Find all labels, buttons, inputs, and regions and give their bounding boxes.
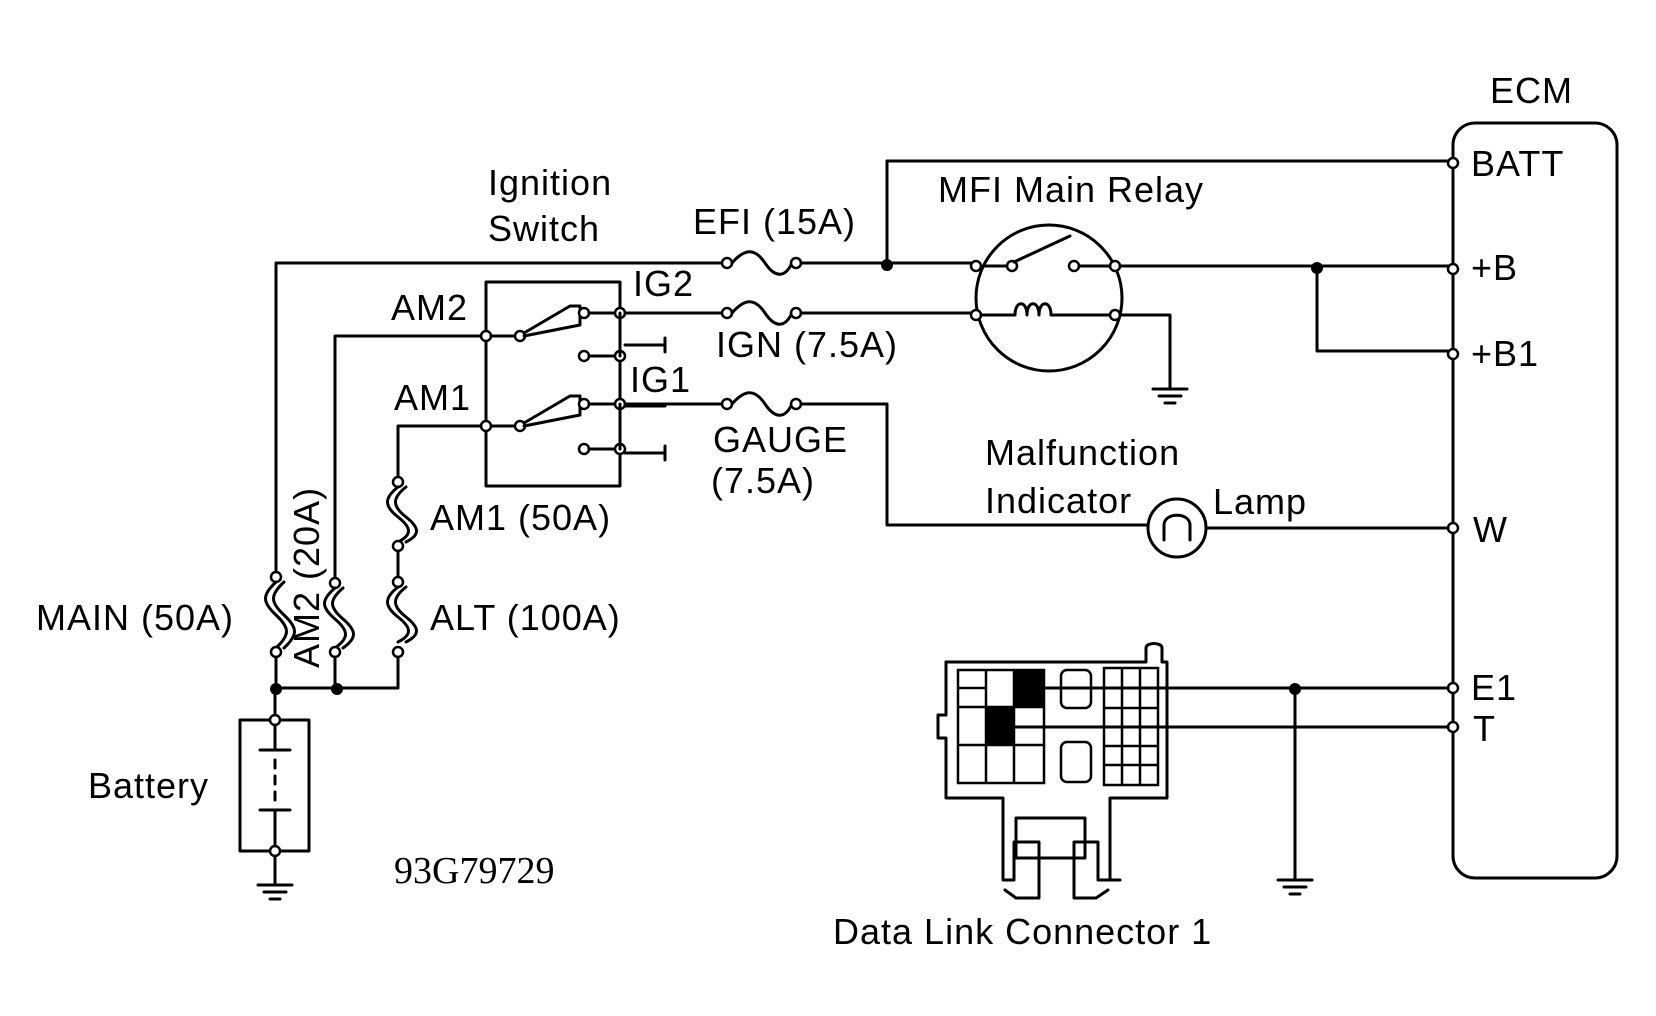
am2-fuse-label: AM2 (20A)	[286, 487, 327, 668]
efi-fuse-label: EFI (15A)	[693, 201, 856, 242]
e1-ground-icon	[1276, 878, 1314, 896]
gauge-fuse	[720, 391, 803, 417]
ecm-batt-label: BATT	[1471, 143, 1564, 184]
mfi-relay-label: MFI Main Relay	[938, 169, 1204, 210]
relay-coil-ground-wire	[1118, 313, 1172, 389]
lamp-label: Lamp	[1213, 481, 1307, 522]
ignition-switch-box	[484, 280, 622, 488]
am1-fuse-label: AM1 (50A)	[430, 497, 611, 538]
am2-fuse	[323, 576, 355, 659]
ign-fuse-label: IGN (7.5A)	[716, 324, 898, 365]
am1-switch-blade	[522, 394, 582, 428]
wire-fuse-bus	[274, 655, 400, 690]
ecm-terminal-batt	[1446, 156, 1460, 170]
ecm-terminal-b1	[1446, 347, 1460, 361]
gauge-fuse-label-2: (7.5A)	[711, 460, 815, 501]
am1-fuse	[386, 475, 418, 553]
battery-label: Battery	[88, 765, 209, 806]
ecm-e1-label: E1	[1471, 667, 1517, 708]
relay-contact	[1012, 234, 1072, 264]
main-fuse	[264, 570, 296, 659]
wire-main-to-efi	[274, 261, 724, 574]
ecm-b-label: +B	[1471, 247, 1518, 288]
lamp-icon	[1146, 497, 1208, 559]
relay-coil	[979, 302, 1112, 317]
figure-code: 93G79729	[394, 850, 554, 892]
relay-ground-icon	[1151, 387, 1189, 405]
wire-to-b1	[1315, 266, 1450, 353]
ecm-w-label: W	[1473, 509, 1508, 550]
ecm-terminal-b	[1446, 262, 1460, 276]
wire-am1	[396, 424, 483, 480]
mfi-relay-body	[974, 223, 1124, 373]
alt-fuse-label: ALT (100A)	[430, 597, 621, 638]
wire-to-batt	[885, 159, 1450, 267]
am1-label: AM1	[394, 377, 471, 418]
data-link-connector-label: Data Link Connector 1	[833, 911, 1212, 952]
efi-fuse	[720, 250, 803, 276]
wire-gauge-to-lamp	[799, 402, 1149, 527]
malfunction-label-1: Malfunction	[985, 432, 1180, 473]
alt-fuse	[386, 575, 418, 659]
malfunction-label-2: Indicator	[985, 480, 1132, 521]
ecm-b1-label: +B1	[1471, 333, 1539, 374]
ignition-switch-label-1: Ignition	[488, 162, 612, 203]
ig1-label: IG1	[630, 359, 691, 400]
am2-label: AM2	[391, 287, 468, 328]
ig2-label: IG2	[633, 263, 694, 304]
battery-cells-icon	[258, 723, 292, 848]
main-fuse-label: MAIN (50A)	[36, 597, 234, 638]
ecm-t-label: T	[1473, 708, 1496, 749]
wire-am2	[333, 334, 483, 580]
ignition-switch-label-2: Switch	[488, 208, 600, 249]
ecm-label: ECM	[1490, 70, 1573, 111]
data-link-connector-icon	[936, 642, 1169, 900]
battery-ground-icon	[256, 883, 294, 901]
ecm-box	[1451, 121, 1619, 880]
am2-switch-blade	[522, 304, 582, 338]
ign-fuse	[720, 300, 803, 326]
gauge-fuse-label-1: GAUGE	[713, 419, 848, 460]
